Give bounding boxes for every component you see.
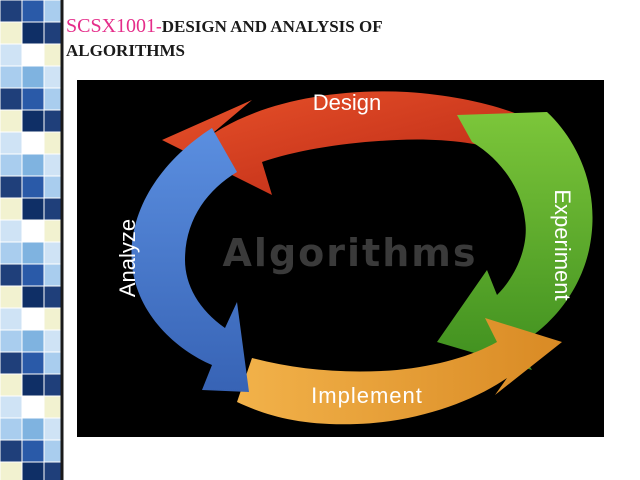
course-code: SCSX1001 xyxy=(66,15,157,37)
strip-square xyxy=(43,307,63,331)
strip-square xyxy=(21,285,45,309)
strip-square xyxy=(0,109,23,133)
strip-square xyxy=(43,417,63,441)
strip-square xyxy=(0,0,23,23)
strip-square xyxy=(43,131,63,155)
center-label-algorithms: Algorithms xyxy=(223,231,478,275)
stage-label-design: Design xyxy=(313,90,381,115)
strip-square xyxy=(0,351,23,375)
strip-square xyxy=(21,461,45,480)
strip-square xyxy=(43,461,63,480)
strip-square xyxy=(0,373,23,397)
strip-square xyxy=(43,197,63,221)
strip-square xyxy=(43,263,63,287)
stage-label-analyze: Analyze xyxy=(115,219,140,297)
strip-square xyxy=(43,285,63,309)
strip-square xyxy=(21,131,45,155)
strip-square xyxy=(0,329,23,353)
strip-square xyxy=(0,87,23,111)
strip-square xyxy=(0,461,23,480)
stage-label-implement: Implement xyxy=(311,383,423,408)
strip-square xyxy=(0,153,23,177)
strip-square xyxy=(43,65,63,89)
strip-square xyxy=(0,131,23,155)
decorative-square-strip xyxy=(0,0,70,480)
strip-square xyxy=(21,21,45,45)
strip-square xyxy=(43,241,63,265)
strip-square xyxy=(21,153,45,177)
strip-square xyxy=(43,219,63,243)
strip-square xyxy=(0,65,23,89)
strip-square xyxy=(0,395,23,419)
stage-label-experiment: Experiment xyxy=(550,189,575,300)
strip-square xyxy=(21,43,45,67)
strip-square xyxy=(43,43,63,67)
strip-square xyxy=(43,329,63,353)
strip-square xyxy=(43,87,63,111)
strip-square xyxy=(0,263,23,287)
algorithm-cycle-diagram: Design Experiment Implement Analyze Algo… xyxy=(77,80,604,437)
strip-square xyxy=(43,175,63,199)
strip-square xyxy=(21,395,45,419)
strip-square xyxy=(0,439,23,463)
strip-square xyxy=(21,109,45,133)
strip-square xyxy=(43,153,63,177)
strip-square xyxy=(0,21,23,45)
strip-square xyxy=(21,175,45,199)
strip-square xyxy=(21,197,45,221)
strip-square xyxy=(0,285,23,309)
title-text-line1: DESIGN AND ANALYSIS OF xyxy=(161,17,383,36)
strip-square xyxy=(43,0,63,23)
design-arrow xyxy=(162,91,547,195)
strip-square xyxy=(43,21,63,45)
analyze-arrow xyxy=(131,128,249,392)
slide-title: SCSX1001-DESIGN AND ANALYSIS OF ALGORITH… xyxy=(66,14,566,63)
strip-square xyxy=(0,197,23,221)
strip-square xyxy=(21,65,45,89)
strip-square xyxy=(21,351,45,375)
strip-square xyxy=(21,87,45,111)
strip-square xyxy=(43,109,63,133)
title-dash: - xyxy=(156,17,162,36)
strip-square xyxy=(0,417,23,441)
strip-square xyxy=(0,175,23,199)
strip-square xyxy=(0,307,23,331)
implement-arrow xyxy=(237,318,562,425)
strip-square xyxy=(0,43,23,67)
experiment-arrow xyxy=(437,112,593,370)
strip-square xyxy=(21,219,45,243)
strip-square xyxy=(21,307,45,331)
strip-square xyxy=(43,395,63,419)
strip-square xyxy=(21,241,45,265)
strip-square xyxy=(21,329,45,353)
strip-square xyxy=(21,373,45,397)
strip-square xyxy=(0,219,23,243)
strip-square xyxy=(43,439,63,463)
strip-square xyxy=(21,439,45,463)
strip-square xyxy=(21,263,45,287)
strip-square xyxy=(43,373,63,397)
strip-square xyxy=(43,351,63,375)
strip-square xyxy=(21,0,45,23)
slide-title-line1: SCSX1001-DESIGN AND ANALYSIS OF xyxy=(66,14,566,39)
strip-square xyxy=(0,241,23,265)
title-text-line2: ALGORITHMS xyxy=(66,41,186,60)
strip-square xyxy=(21,417,45,441)
